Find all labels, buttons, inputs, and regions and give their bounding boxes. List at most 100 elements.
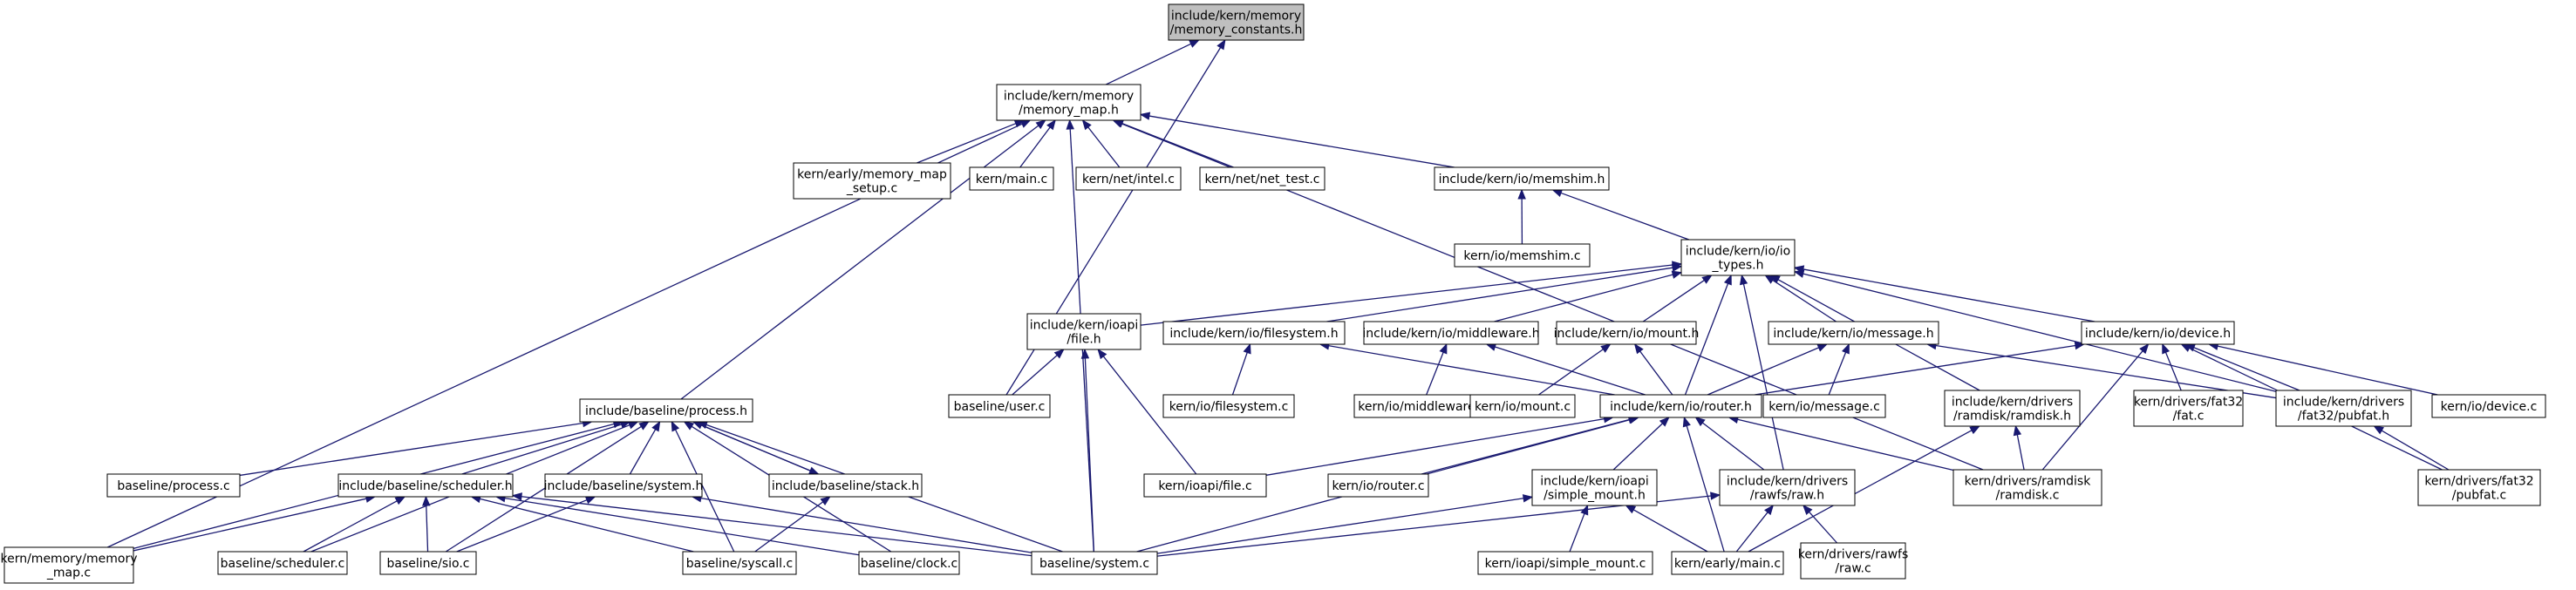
- file-node[interactable]: kern/main.c: [969, 166, 1054, 191]
- file-node[interactable]: include/kern/io/mount.h: [1554, 321, 1700, 345]
- dependency-edge: [1426, 342, 1448, 396]
- file-node[interactable]: baseline/clock.c: [858, 551, 960, 575]
- edge-arrowhead: [1769, 275, 1781, 284]
- file-node[interactable]: baseline/user.c: [948, 394, 1051, 418]
- edge-arrowhead: [1243, 342, 1251, 355]
- edge-arrowhead: [808, 466, 820, 475]
- file-node[interactable]: kern/early/memory_map_setup.c: [793, 162, 951, 200]
- edge-line: [1707, 347, 1819, 396]
- file-node[interactable]: include/baseline/system.h: [544, 473, 704, 498]
- dependency-edge: [1012, 349, 1065, 396]
- node-label: include/kern/io/device.h: [2085, 327, 2231, 341]
- node-box: [2133, 390, 2244, 427]
- node-label: /file.h: [1067, 333, 1101, 347]
- node-label: kern/main.c: [976, 173, 1047, 186]
- file-node[interactable]: kern/io/memshim.c: [1454, 243, 1591, 268]
- edge-line: [1494, 274, 1673, 322]
- file-node[interactable]: include/kern/drivers/ramdisk/ramdisk.h: [1944, 390, 2081, 427]
- edge-arrowhead: [651, 420, 661, 432]
- edge-arrowhead: [422, 495, 431, 506]
- file-node[interactable]: include/baseline/scheduler.h: [337, 473, 514, 498]
- file-node[interactable]: kern/drivers/fat32/pubfat.c: [2417, 469, 2541, 506]
- file-node[interactable]: kern/drivers/ramdisk/ramdisk.c: [1952, 469, 2102, 506]
- dependency-edge: [303, 496, 406, 553]
- node-label: include/kern/memory: [1004, 90, 1134, 104]
- file-node[interactable]: include/kern/drivers/rawfs/raw.h: [1719, 469, 1856, 506]
- edge-arrowhead: [1522, 494, 1534, 503]
- node-label: kern/net/intel.c: [1082, 173, 1175, 186]
- file-node[interactable]: include/kern/ioapi/file.h: [1026, 313, 1141, 350]
- file-node[interactable]: kern/ioapi/simple_mount.c: [1477, 551, 1653, 575]
- file-node[interactable]: kern/ioapi/file.c: [1143, 473, 1267, 498]
- file-node[interactable]: kern/io/router.c: [1327, 473, 1429, 498]
- file-node[interactable]: baseline/system.c: [1031, 551, 1158, 575]
- dependency-edge: [692, 421, 820, 475]
- edge-line: [445, 425, 642, 553]
- file-node[interactable]: include/kern/io/middleware.h: [1362, 321, 1540, 345]
- file-node[interactable]: include/kern/memory/memory_map.h: [996, 84, 1141, 121]
- file-node[interactable]: kern/net/intel.c: [1075, 166, 1182, 191]
- node-box: [2431, 394, 2546, 418]
- root-node[interactable]: include/kern/memory/memory_constants.h: [1168, 3, 1305, 41]
- file-node[interactable]: include/kern/io/filesystem.h: [1162, 321, 1346, 345]
- edge-arrowhead: [683, 421, 695, 431]
- edge-arrowhead: [1633, 342, 1644, 355]
- node-label: include/baseline/process.h: [585, 404, 747, 418]
- file-node[interactable]: include/kern/io/message.h: [1768, 321, 1939, 345]
- dependency-edge: [1231, 342, 1251, 396]
- node-label: baseline/system.c: [1039, 557, 1149, 571]
- file-node[interactable]: baseline/syscall.c: [682, 551, 797, 575]
- file-node[interactable]: kern/memory/memory_map.c: [0, 546, 138, 584]
- edge-line: [1426, 352, 1444, 396]
- node-box: [996, 84, 1141, 121]
- node-label: include/kern/io/io: [1686, 245, 1790, 259]
- edge-arrowhead: [2180, 343, 2192, 352]
- dependency-edge: [1633, 342, 1673, 396]
- file-node[interactable]: kern/io/message.c: [1762, 394, 1886, 418]
- file-node[interactable]: include/kern/drivers/fat32/pubfat.h: [2275, 390, 2412, 427]
- file-node[interactable]: include/baseline/process.h: [579, 398, 753, 423]
- file-node[interactable]: baseline/scheduler.c: [217, 551, 348, 575]
- file-node[interactable]: kern/drivers/rawfs/raw.c: [1798, 542, 1909, 580]
- edge-line: [674, 429, 735, 553]
- file-node[interactable]: kern/io/filesystem.c: [1162, 394, 1295, 418]
- file-node[interactable]: kern/io/middleware.c: [1353, 394, 1490, 418]
- file-node[interactable]: kern/early/main.c: [1671, 551, 1784, 575]
- file-node[interactable]: include/kern/io/io_types.h: [1680, 239, 1796, 276]
- node-label: include/kern/io/router.h: [1610, 400, 1752, 414]
- file-node[interactable]: include/kern/io/device.h: [2081, 321, 2235, 345]
- file-node[interactable]: kern/net/net_test.c: [1199, 166, 1325, 191]
- edge-line: [1084, 357, 1095, 553]
- edge-line: [504, 497, 860, 556]
- edge-arrowhead: [1189, 39, 1200, 48]
- edge-line: [1755, 344, 2076, 396]
- node-label: /simple_mount.h: [1544, 489, 1646, 503]
- edge-line: [1156, 495, 1712, 557]
- node-label: /memory_map.h: [1019, 104, 1119, 118]
- file-node[interactable]: kern/io/mount.c: [1469, 394, 1576, 418]
- file-node[interactable]: kern/drivers/fat32/fat.c: [2133, 390, 2244, 427]
- node-label: kern/drivers/ramdisk: [1965, 475, 2092, 489]
- edge-line: [700, 497, 1032, 553]
- file-node[interactable]: include/kern/io/memshim.h: [1434, 166, 1610, 191]
- node-box: [1199, 166, 1325, 191]
- file-node[interactable]: include/baseline/stack.h: [768, 473, 923, 498]
- dependency-edge: [680, 119, 1046, 400]
- node-label: baseline/sio.c: [386, 557, 469, 571]
- edge-line: [1156, 498, 1524, 554]
- edge-line: [1087, 126, 1121, 168]
- edge-line: [1326, 267, 1673, 322]
- node-box: [793, 162, 951, 200]
- dependency-edge: [1326, 263, 1683, 322]
- file-node[interactable]: kern/io/device.c: [2431, 394, 2546, 418]
- node-label: kern/io/message.c: [1768, 400, 1880, 414]
- file-node[interactable]: include/kern/ioapi/simple_mount.h: [1531, 469, 1658, 506]
- edge-line: [1569, 513, 1585, 553]
- file-node[interactable]: baseline/sio.c: [379, 551, 477, 575]
- node-label: /ramdisk.c: [1995, 489, 2059, 503]
- dependency-edge: [1625, 505, 1708, 553]
- dependency-edge: [1684, 274, 1732, 396]
- file-node[interactable]: include/kern/io/router.h: [1599, 394, 1762, 418]
- node-label: baseline/scheduler.c: [221, 557, 345, 571]
- file-node[interactable]: baseline/process.c: [106, 473, 241, 498]
